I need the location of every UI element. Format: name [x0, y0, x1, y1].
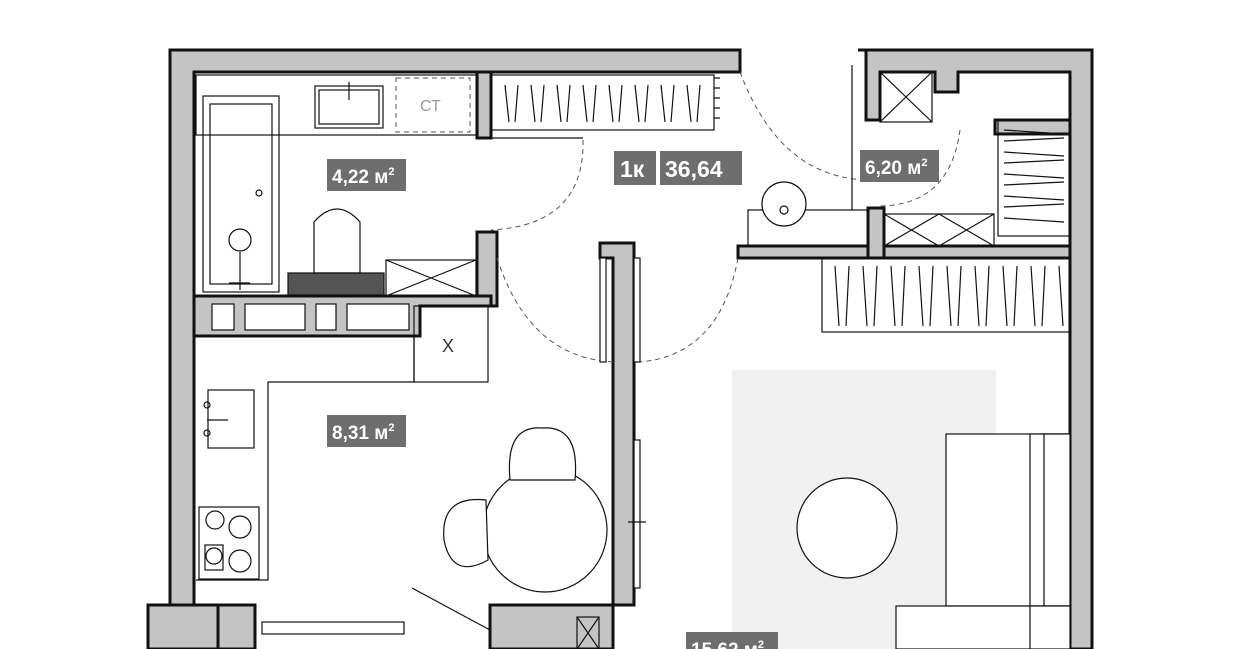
storage-room	[747, 65, 1071, 247]
room-area-label-kitchen: 8,31 м2	[327, 415, 406, 447]
kitchen: Х	[196, 305, 608, 635]
living-room	[576, 370, 1071, 649]
hanger-line	[566, 84, 571, 123]
hanger-line	[1003, 159, 1065, 164]
svg-text:36,64: 36,64	[665, 156, 723, 182]
dining-table	[482, 467, 608, 593]
hanger-line	[556, 84, 562, 123]
hanger-line	[918, 265, 924, 327]
living-wardrobe	[821, 257, 1071, 333]
chair	[443, 498, 489, 568]
hanger-line	[670, 84, 675, 123]
room-area-label-bathroom: 4,22 м2	[327, 159, 406, 191]
hanger-line	[890, 265, 896, 327]
kitchen-sink	[207, 389, 255, 449]
svg-text:8,31 м2: 8,31 м2	[332, 422, 394, 444]
area-labels: 4,22 м2 6,20 м2 8,31 м2 15,62 м2 1к 36,6…	[327, 150, 939, 649]
toilet	[313, 208, 361, 274]
appliance-label: Х	[442, 336, 454, 356]
hanger-line	[873, 265, 878, 327]
svg-text:6,20 м2: 6,20 м2	[865, 157, 927, 179]
hanger-line	[1003, 173, 1065, 179]
hanger-line	[957, 265, 962, 327]
washer-label: СТ	[420, 98, 441, 115]
hanger-line	[985, 265, 990, 327]
bathtub	[202, 95, 280, 293]
apartment-total-area-badge: 36,64	[660, 151, 742, 185]
hanger-line	[1003, 137, 1065, 142]
washer	[395, 77, 471, 133]
cooktop	[198, 506, 260, 580]
hanger-line	[1041, 265, 1046, 327]
bathroom: СТ	[195, 74, 584, 331]
hanger-line	[929, 265, 934, 327]
hanger-line	[504, 84, 510, 123]
hanger-line	[608, 84, 614, 123]
hanger-line	[644, 84, 649, 123]
hanger-line	[634, 84, 640, 123]
hanger-line	[845, 265, 850, 327]
hanger-line	[901, 265, 906, 327]
walls	[146, 48, 1094, 649]
hanger-line	[1003, 129, 1065, 135]
room-area-label-storage: 6,20 м2	[860, 150, 939, 182]
svg-text:15,62 м2: 15,62 м2	[691, 639, 764, 649]
hanger-line	[1003, 151, 1065, 157]
door-arc	[496, 257, 618, 363]
svg-text:4,22 м2: 4,22 м2	[332, 166, 394, 188]
hall-wardrobe	[490, 71, 869, 181]
hanger-line	[592, 84, 597, 123]
hanger-line	[530, 84, 536, 123]
hanger-line	[862, 265, 868, 327]
chair	[508, 427, 577, 481]
hanger-line	[1003, 195, 1065, 201]
svg-text:1к: 1к	[620, 156, 645, 182]
hanger-line	[618, 84, 623, 123]
hanger-line	[1003, 217, 1065, 223]
hanger-line	[686, 84, 692, 123]
hanger-line	[1058, 265, 1064, 327]
hanger-line	[1013, 265, 1018, 327]
coffee-table	[796, 477, 898, 579]
hanger-line	[1002, 265, 1008, 327]
hanger-line	[834, 265, 840, 327]
hanger-line	[540, 84, 545, 123]
hanger-line	[660, 84, 666, 123]
room-area-label-living: 15,62 м2	[686, 632, 778, 649]
apartment-type-badge: 1к	[614, 151, 656, 185]
hanger-line	[1003, 181, 1065, 186]
hanger-line	[514, 84, 519, 123]
hanger-line	[974, 265, 980, 327]
hanger-line	[696, 84, 701, 123]
hanger-line	[582, 84, 588, 123]
hanger-line	[946, 265, 952, 327]
hanger-line	[1003, 203, 1065, 208]
hanger-line	[1030, 265, 1036, 327]
